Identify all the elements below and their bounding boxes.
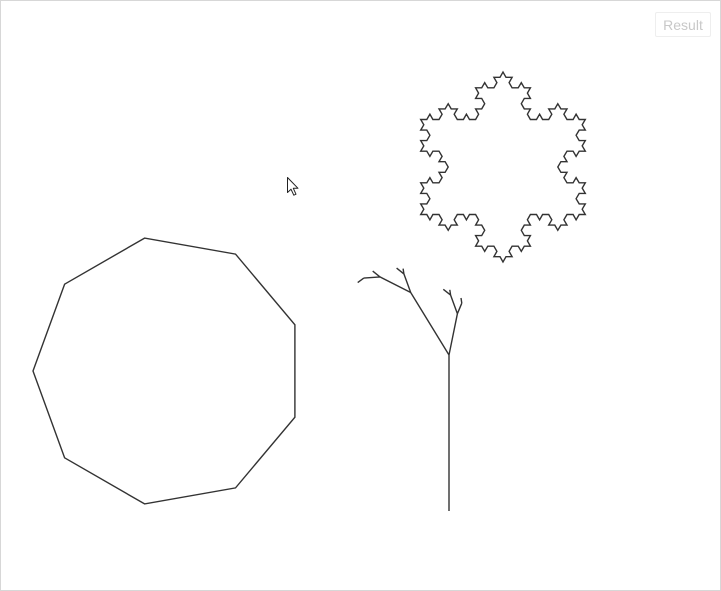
polygon-shape	[32, 237, 296, 505]
arrow-cursor-icon	[287, 177, 299, 196]
fractal-tree-shape	[357, 267, 463, 511]
koch-snowflake-shape	[419, 70, 587, 264]
result-tab[interactable]: Result	[655, 12, 711, 37]
